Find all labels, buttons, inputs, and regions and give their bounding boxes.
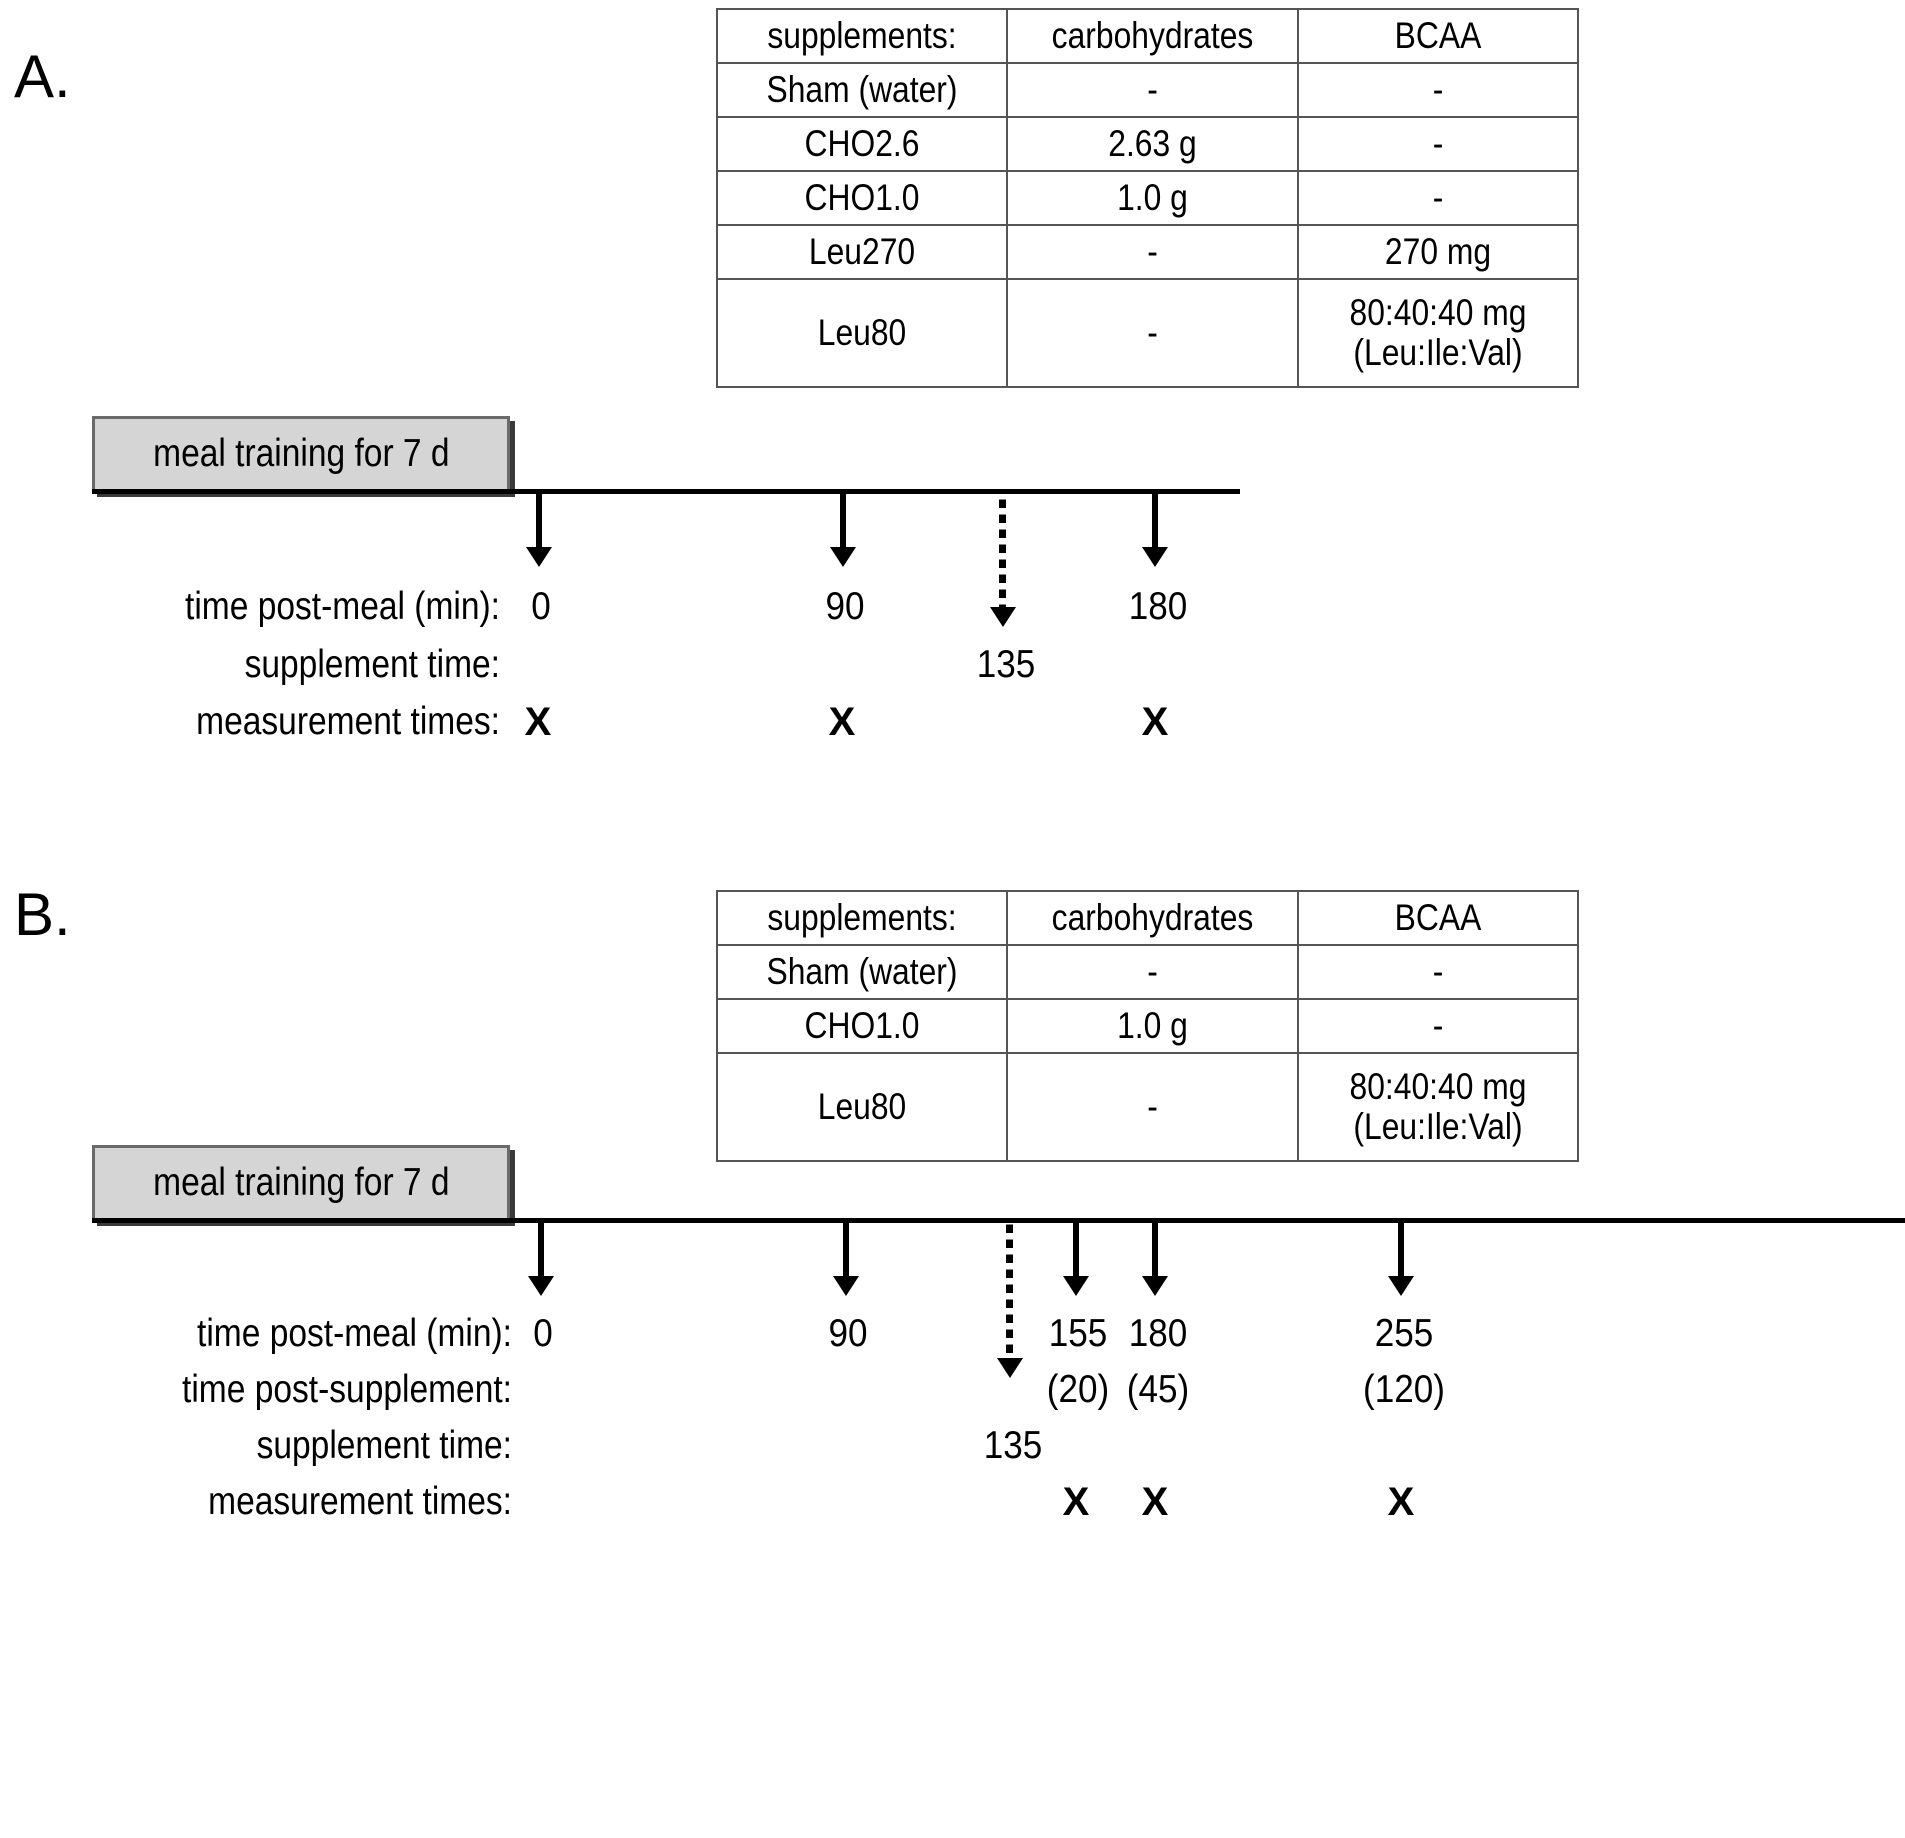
timeline-arrow-135-a (999, 494, 1006, 610)
row-label-time-post-supplement-b: time post-supplement: (182, 1368, 512, 1411)
cell-supplement-name: CHO2.6 (736, 115, 988, 172)
timeline-arrow-0-a (536, 494, 542, 550)
post-supplement-value-255-b: (120) (1363, 1368, 1445, 1411)
cell-supplement-name: CHO1.0 (736, 169, 988, 226)
header-bcaa: BCAA (1316, 8, 1560, 64)
timeline-arrow-0-b (538, 1223, 544, 1279)
table-row: Leu80 - 80:40:40 mg (Leu:Ile:Val) (717, 277, 1578, 388)
header-supplements: supplements: (736, 8, 988, 64)
table-row: CHO2.6 2.63 g - (717, 115, 1578, 172)
row-label-time-post-meal-b: time post-meal (min): (197, 1312, 512, 1355)
cell-carbohydrate-amount: 2.63 g (1026, 115, 1279, 172)
meal-training-label: meal training for 7 d (152, 1161, 450, 1204)
timeline-arrow-180-a (1152, 494, 1158, 550)
panel-b-supplement-table: supplements: carbohydrates BCAA Sham (wa… (716, 890, 1579, 1162)
tick-value-0-a: 0 (531, 585, 551, 628)
measurement-mark-255-b: X (1387, 1480, 1415, 1524)
cell-supplement-name: Leu270 (736, 223, 988, 280)
post-supplement-value-155-b: (20) (1046, 1368, 1110, 1411)
row-label-measurement-times-b: measurement times: (208, 1480, 512, 1523)
timeline-axis-b (92, 1218, 1905, 1223)
tick-value-180-b: 180 (1128, 1312, 1188, 1355)
header-carbohydrates: carbohydrates (1026, 8, 1279, 64)
cell-supplement-name: Sham (water) (736, 61, 988, 118)
panel-b-letter: B. (14, 881, 71, 948)
cell-carbohydrate-amount: - (1026, 61, 1279, 118)
cell-bcaa-amount: - (1316, 115, 1560, 172)
tick-value-0-b: 0 (533, 1312, 553, 1355)
cell-supplement-name: Leu80 (736, 277, 988, 388)
cell-carbohydrate-amount: 1.0 g (1026, 997, 1279, 1054)
timeline-arrow-90-a (840, 494, 846, 550)
table-row: Leu80 - 80:40:40 mg (Leu:Ile:Val) (717, 1051, 1578, 1162)
cell-bcaa-amount: - (1316, 61, 1560, 118)
panel-a-supplement-table: supplements: carbohydrates BCAA Sham (wa… (716, 8, 1579, 388)
cell-supplement-name: CHO1.0 (736, 997, 988, 1054)
header-bcaa: BCAA (1316, 890, 1560, 946)
meal-training-box-b: meal training for 7 d (92, 1145, 510, 1221)
table-row: Leu270 - 270 mg (717, 223, 1578, 280)
table-header-row: supplements: carbohydrates BCAA (717, 890, 1578, 946)
cell-supplement-name: Leu80 (736, 1051, 988, 1162)
cell-carbohydrate-amount: - (1026, 943, 1279, 1000)
measurement-mark-155-b: X (1062, 1480, 1090, 1524)
timeline-arrow-135-b (1006, 1223, 1013, 1361)
cell-carbohydrate-amount: - (1026, 277, 1279, 388)
timeline-arrow-155-b (1073, 1223, 1079, 1279)
table-header-row: supplements: carbohydrates BCAA (717, 8, 1578, 64)
timeline-arrow-180-b (1152, 1223, 1158, 1279)
post-supplement-value-180-b: (45) (1126, 1368, 1190, 1411)
measurement-mark-90-a: X (828, 700, 856, 744)
row-label-time-post-meal-a: time post-meal (min): (185, 585, 500, 628)
meal-training-label: meal training for 7 d (152, 432, 450, 475)
row-label-supplement-time-b: supplement time: (256, 1424, 512, 1467)
meal-training-box-a: meal training for 7 d (92, 416, 510, 492)
cell-bcaa-amount: 80:40:40 mg (Leu:Ile:Val) (1316, 1051, 1560, 1162)
header-carbohydrates: carbohydrates (1026, 890, 1279, 946)
row-label-measurement-times-a: measurement times: (196, 700, 500, 743)
row-label-supplement-time-a: supplement time: (244, 643, 500, 686)
cell-bcaa-amount: 80:40:40 mg (Leu:Ile:Val) (1316, 277, 1560, 388)
timeline-arrow-255-b (1398, 1223, 1404, 1279)
tick-value-135-a: 135 (976, 643, 1036, 686)
table-row: Sham (water) - - (717, 943, 1578, 1000)
tick-value-155-b: 155 (1048, 1312, 1108, 1355)
tick-value-90-a: 90 (825, 585, 865, 628)
cell-bcaa-amount: - (1316, 943, 1560, 1000)
cell-carbohydrate-amount: 1.0 g (1026, 169, 1279, 226)
timeline-arrow-90-b (843, 1223, 849, 1279)
measurement-mark-180-a: X (1141, 700, 1169, 744)
tick-value-90-b: 90 (828, 1312, 868, 1355)
timeline-axis-a (92, 489, 1240, 494)
cell-bcaa-amount: - (1316, 169, 1560, 226)
header-supplements: supplements: (736, 890, 988, 946)
measurement-mark-180-b: X (1141, 1480, 1169, 1524)
tick-value-255-b: 255 (1374, 1312, 1434, 1355)
cell-bcaa-amount: 270 mg (1316, 223, 1560, 280)
table-row: Sham (water) - - (717, 61, 1578, 118)
table-row: CHO1.0 1.0 g - (717, 997, 1578, 1054)
panel-a-letter: A. (14, 43, 71, 110)
table-row: CHO1.0 1.0 g - (717, 169, 1578, 226)
cell-bcaa-amount: - (1316, 997, 1560, 1054)
tick-value-135-b: 135 (983, 1424, 1043, 1467)
cell-carbohydrate-amount: - (1026, 1051, 1279, 1162)
cell-supplement-name: Sham (water) (736, 943, 988, 1000)
cell-carbohydrate-amount: - (1026, 223, 1279, 280)
tick-value-180-a: 180 (1128, 585, 1188, 628)
measurement-mark-0-a: X (524, 700, 552, 744)
